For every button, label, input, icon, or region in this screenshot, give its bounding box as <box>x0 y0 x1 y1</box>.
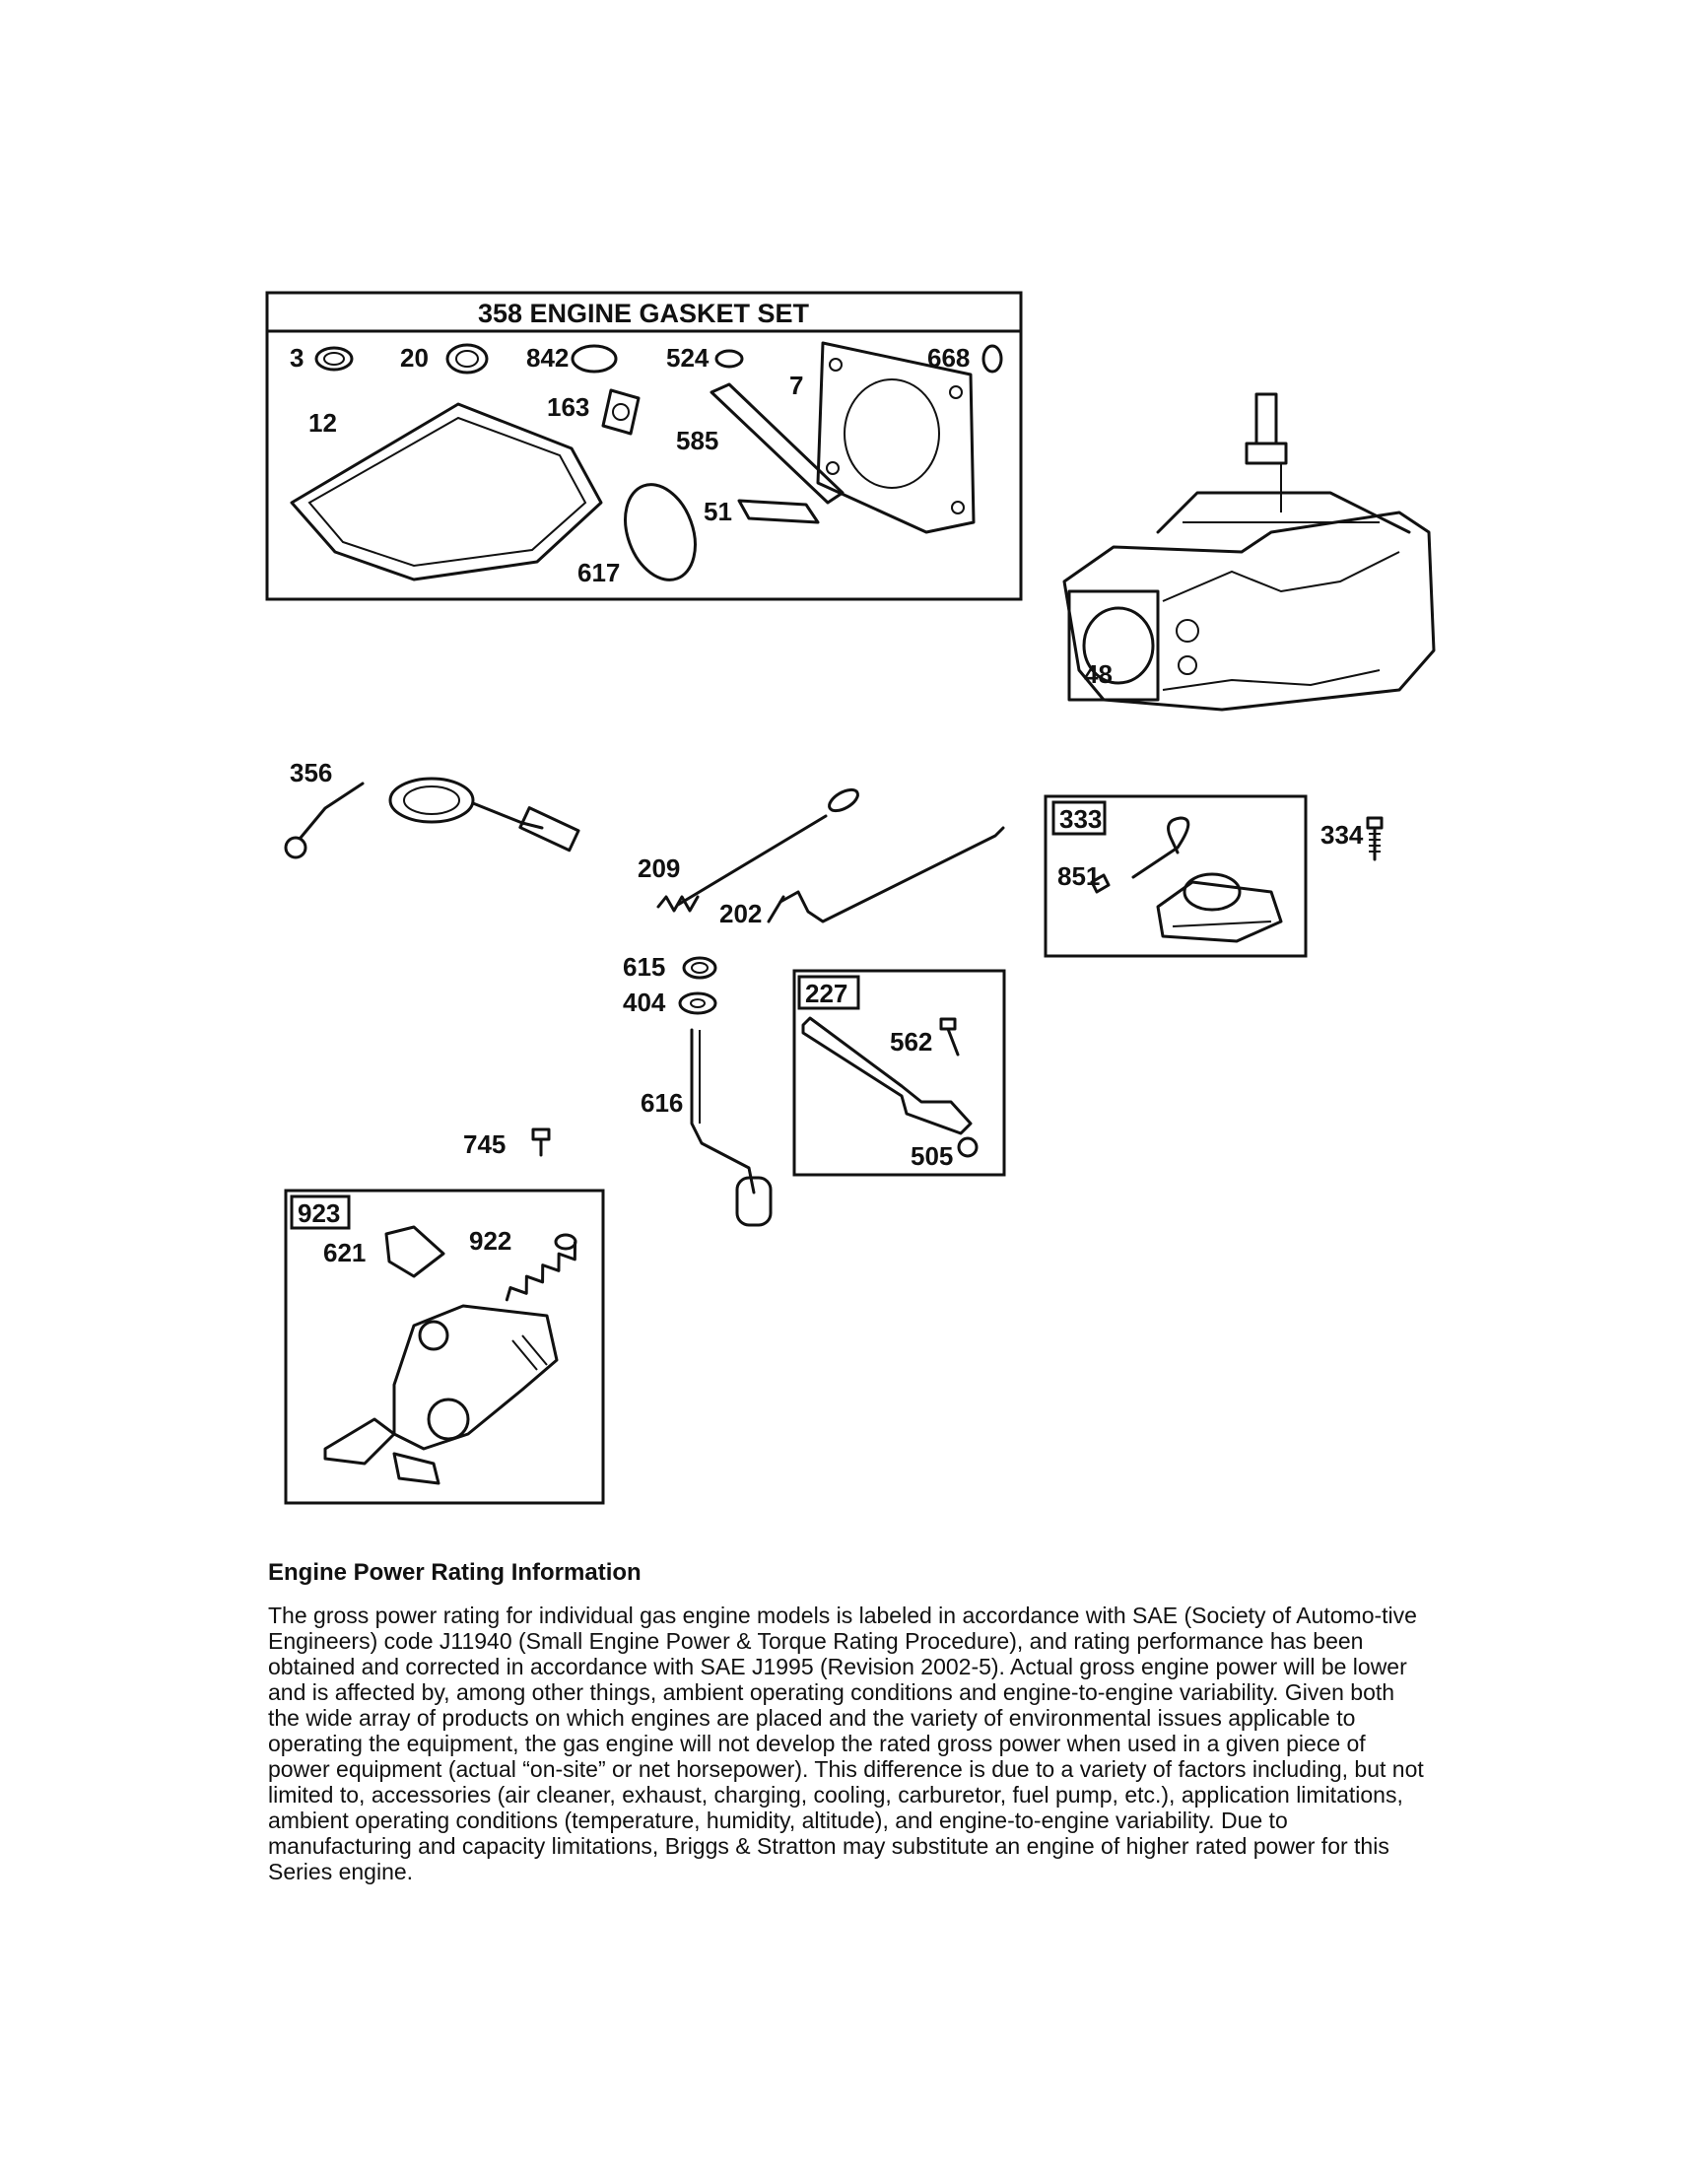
part-label-3: 3 <box>290 343 304 373</box>
part-label-621: 621 <box>323 1238 366 1267</box>
part-48-cylinder <box>1062 392 1436 712</box>
armature-box: 333 851 <box>1044 794 1308 958</box>
part-label-12: 12 <box>308 408 337 438</box>
part-label-923: 923 <box>298 1198 340 1228</box>
part-3-seal <box>314 346 354 372</box>
part-12-crankcase-gasket <box>290 402 603 581</box>
part-label-209: 209 <box>638 853 680 883</box>
gasket-set-box: 358 ENGINE GASKET SET 3 20 842 524 668 7… <box>265 291 1023 601</box>
part-922-spring <box>505 1233 577 1302</box>
part-745-screw <box>531 1127 551 1157</box>
part-label-51: 51 <box>704 497 732 526</box>
part-label-617: 617 <box>577 558 620 587</box>
part-202-governor-link <box>767 826 1005 923</box>
part-524-ring <box>714 349 744 369</box>
part-label-20: 20 <box>400 343 429 373</box>
part-616-governor-shaft <box>690 1028 773 1227</box>
part-label-202: 202 <box>719 899 762 928</box>
part-562-screw <box>939 1017 960 1057</box>
part-615-nut <box>682 956 717 980</box>
part-51-gasket <box>737 499 820 524</box>
part-585-gasket <box>710 382 845 505</box>
part-label-356: 356 <box>290 758 332 787</box>
part-label-562: 562 <box>890 1027 932 1057</box>
part-842-ring <box>571 344 618 374</box>
parts-diagram: 358 ENGINE GASKET SET 3 20 842 524 668 7… <box>265 291 1436 1505</box>
part-label-227: 227 <box>805 979 847 1008</box>
part-334-screw <box>1366 816 1384 861</box>
part-621-clip <box>384 1225 445 1278</box>
part-label-505: 505 <box>911 1141 953 1171</box>
part-7-head-gasket <box>816 341 976 534</box>
part-label-163: 163 <box>547 392 589 422</box>
part-label-585: 585 <box>676 426 718 455</box>
section-body: The gross power rating for individual ga… <box>268 1603 1424 1884</box>
gasket-set-title: 358 ENGINE GASKET SET <box>478 299 810 328</box>
governor-control-box: 923 621 922 <box>284 1189 605 1505</box>
part-label-48: 48 <box>1084 659 1113 689</box>
part-label-334: 334 <box>1320 820 1364 850</box>
bracket-box: 227 562 505 <box>792 969 1006 1177</box>
engine-power-rating-section: Engine Power Rating Information The gros… <box>268 1559 1431 1884</box>
part-209-governor-spring <box>656 787 859 913</box>
part-label-922: 922 <box>469 1226 511 1256</box>
part-20-seal <box>445 343 489 375</box>
part-356-ground-wire <box>284 777 580 859</box>
part-label-842: 842 <box>526 343 569 373</box>
part-label-616: 616 <box>641 1088 683 1118</box>
governor-control-plate <box>392 1304 559 1451</box>
part-505-nut <box>957 1136 979 1158</box>
part-label-745: 745 <box>463 1129 506 1159</box>
part-404-washer <box>678 991 717 1015</box>
part-label-524: 524 <box>666 343 710 373</box>
part-163-gasket <box>601 388 641 436</box>
part-label-333: 333 <box>1059 804 1102 834</box>
part-668-washer <box>981 344 1003 374</box>
part-label-404: 404 <box>623 988 666 1017</box>
part-label-615: 615 <box>623 952 665 982</box>
part-617-o-ring <box>624 483 697 581</box>
section-title: Engine Power Rating Information <box>268 1559 642 1586</box>
part-label-7: 7 <box>789 371 803 400</box>
